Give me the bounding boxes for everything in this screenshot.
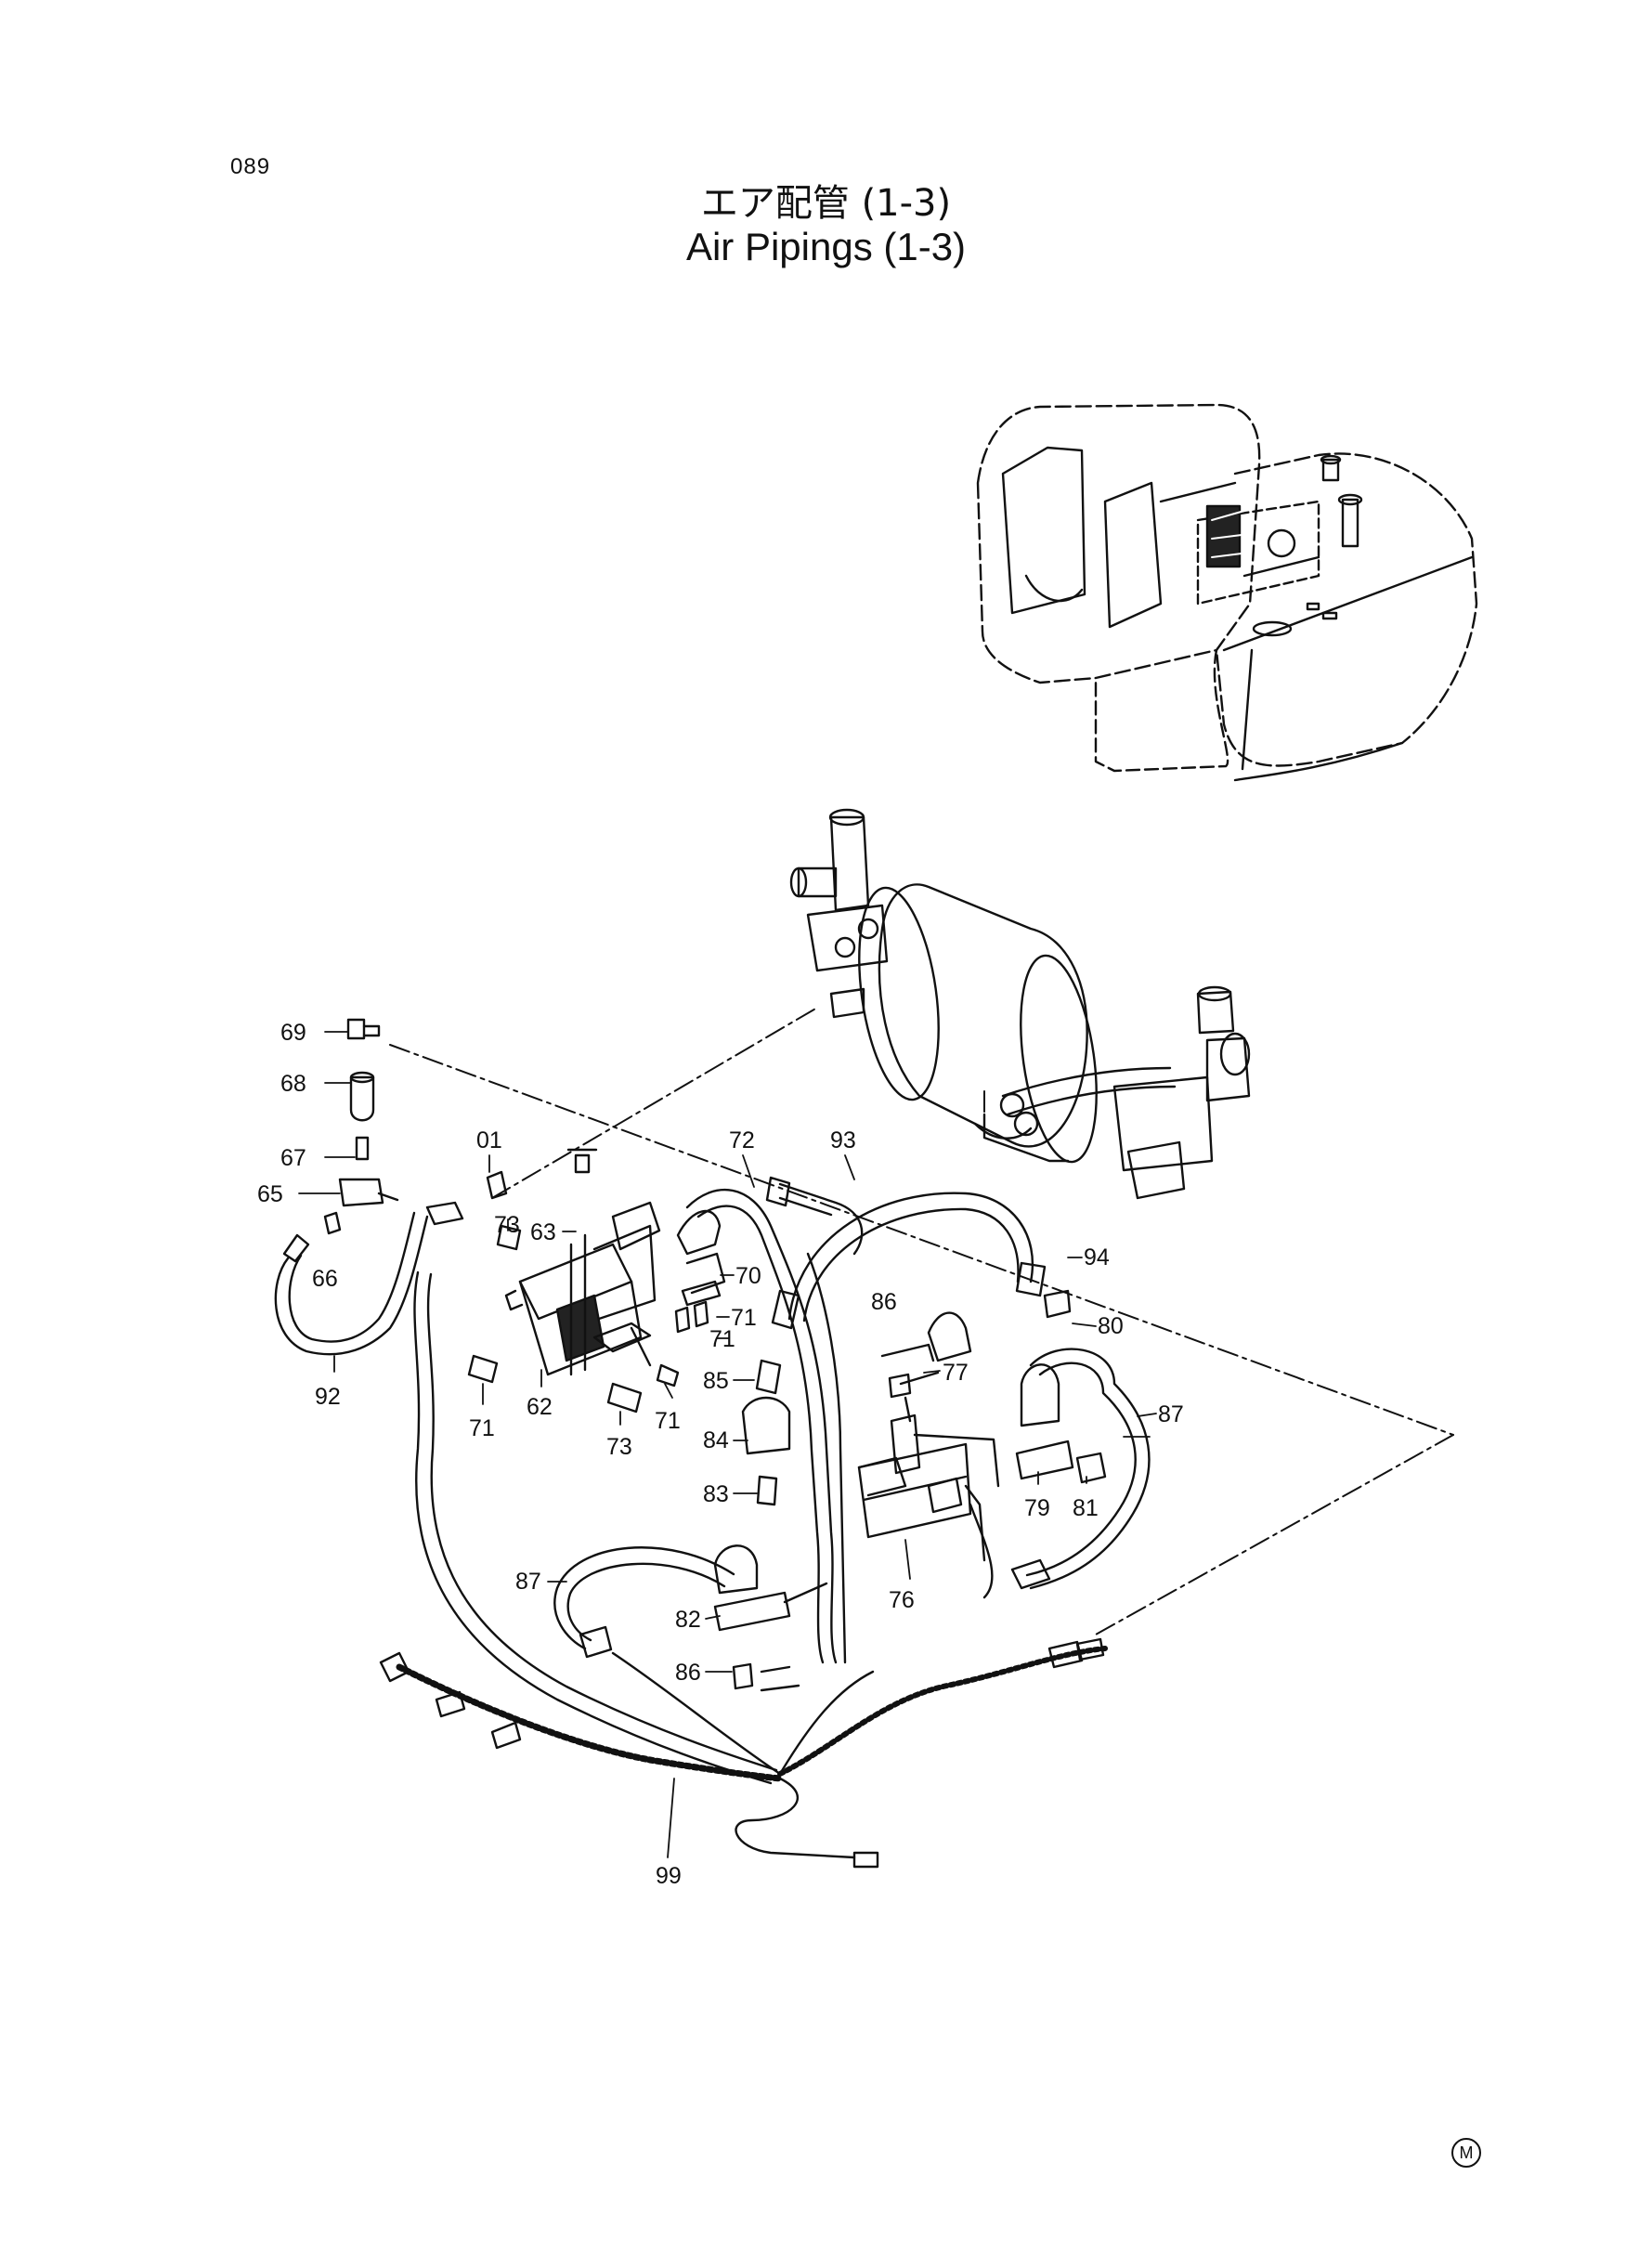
callout-82: 82: [675, 1607, 701, 1633]
callout-71-middle: 71: [709, 1326, 735, 1352]
callout-99: 99: [656, 1863, 682, 1889]
callout-73-lower: 73: [606, 1434, 632, 1460]
reference-lines: [389, 1007, 1454, 1635]
callout-71-upper: 71: [731, 1305, 757, 1331]
air-tank: [789, 808, 1251, 1200]
leader-lines: [298, 1031, 1157, 1858]
callout-65: 65: [257, 1181, 283, 1207]
callout-81: 81: [1073, 1495, 1099, 1521]
callout-76: 76: [889, 1587, 915, 1613]
parts-77-86: [741, 1311, 972, 1506]
callout-71-left: 71: [469, 1415, 495, 1441]
callout-86-upper: 86: [871, 1289, 897, 1315]
harness-99: [379, 1270, 1108, 1869]
hose-93: [765, 1176, 864, 1256]
callout-63: 63: [530, 1219, 556, 1245]
callout-83: 83: [703, 1481, 729, 1507]
callout-01: 01: [476, 1127, 502, 1153]
callout-84: 84: [703, 1427, 729, 1453]
parts-82-86: [713, 1544, 828, 1690]
callout-79: 79: [1024, 1495, 1050, 1521]
callout-67: 67: [280, 1145, 306, 1171]
m-mark: M: [1451, 2138, 1481, 2168]
callout-86-lower: 86: [675, 1660, 701, 1686]
callout-72: 72: [729, 1127, 755, 1153]
callout-73-upper: 73: [494, 1212, 520, 1238]
hose-87-right: [1025, 1348, 1151, 1590]
callout-87-right: 87: [1158, 1401, 1184, 1427]
title-japanese: エア配管 (1-3): [700, 182, 952, 225]
callout-80: 80: [1098, 1313, 1124, 1339]
callout-70: 70: [735, 1263, 761, 1289]
machine-overview: [976, 403, 1478, 782]
callout-85: 85: [703, 1368, 729, 1394]
title-english: Air Pipings (1-3): [685, 225, 967, 268]
hose-94: [771, 1192, 1047, 1330]
solenoid-valve-62: [504, 1201, 661, 1376]
callout-87-left: 87: [515, 1569, 541, 1595]
callout-71-right: 71: [655, 1408, 681, 1434]
parts-65-69: [323, 1018, 464, 1235]
callout-77: 77: [943, 1360, 969, 1386]
hose-72: [685, 1188, 847, 1664]
fittings-left: [467, 1148, 726, 1414]
callout-94: 94: [1084, 1244, 1110, 1270]
callout-62: 62: [527, 1394, 553, 1420]
parts-79-81: [1015, 1289, 1107, 1484]
callout-92: 92: [315, 1384, 341, 1410]
callout-68: 68: [280, 1071, 306, 1097]
callouts: 69 68 67 65 66 92 01 73 63 72 93 70 71 7…: [257, 1020, 1184, 1889]
callout-93: 93: [830, 1127, 856, 1153]
solenoid-valve-76: [857, 1414, 1000, 1599]
callout-69: 69: [280, 1020, 306, 1046]
hose-87-left: [553, 1546, 735, 1659]
page-number: 089: [230, 154, 271, 179]
callout-66: 66: [312, 1266, 338, 1292]
hose-92: [274, 1211, 429, 1356]
